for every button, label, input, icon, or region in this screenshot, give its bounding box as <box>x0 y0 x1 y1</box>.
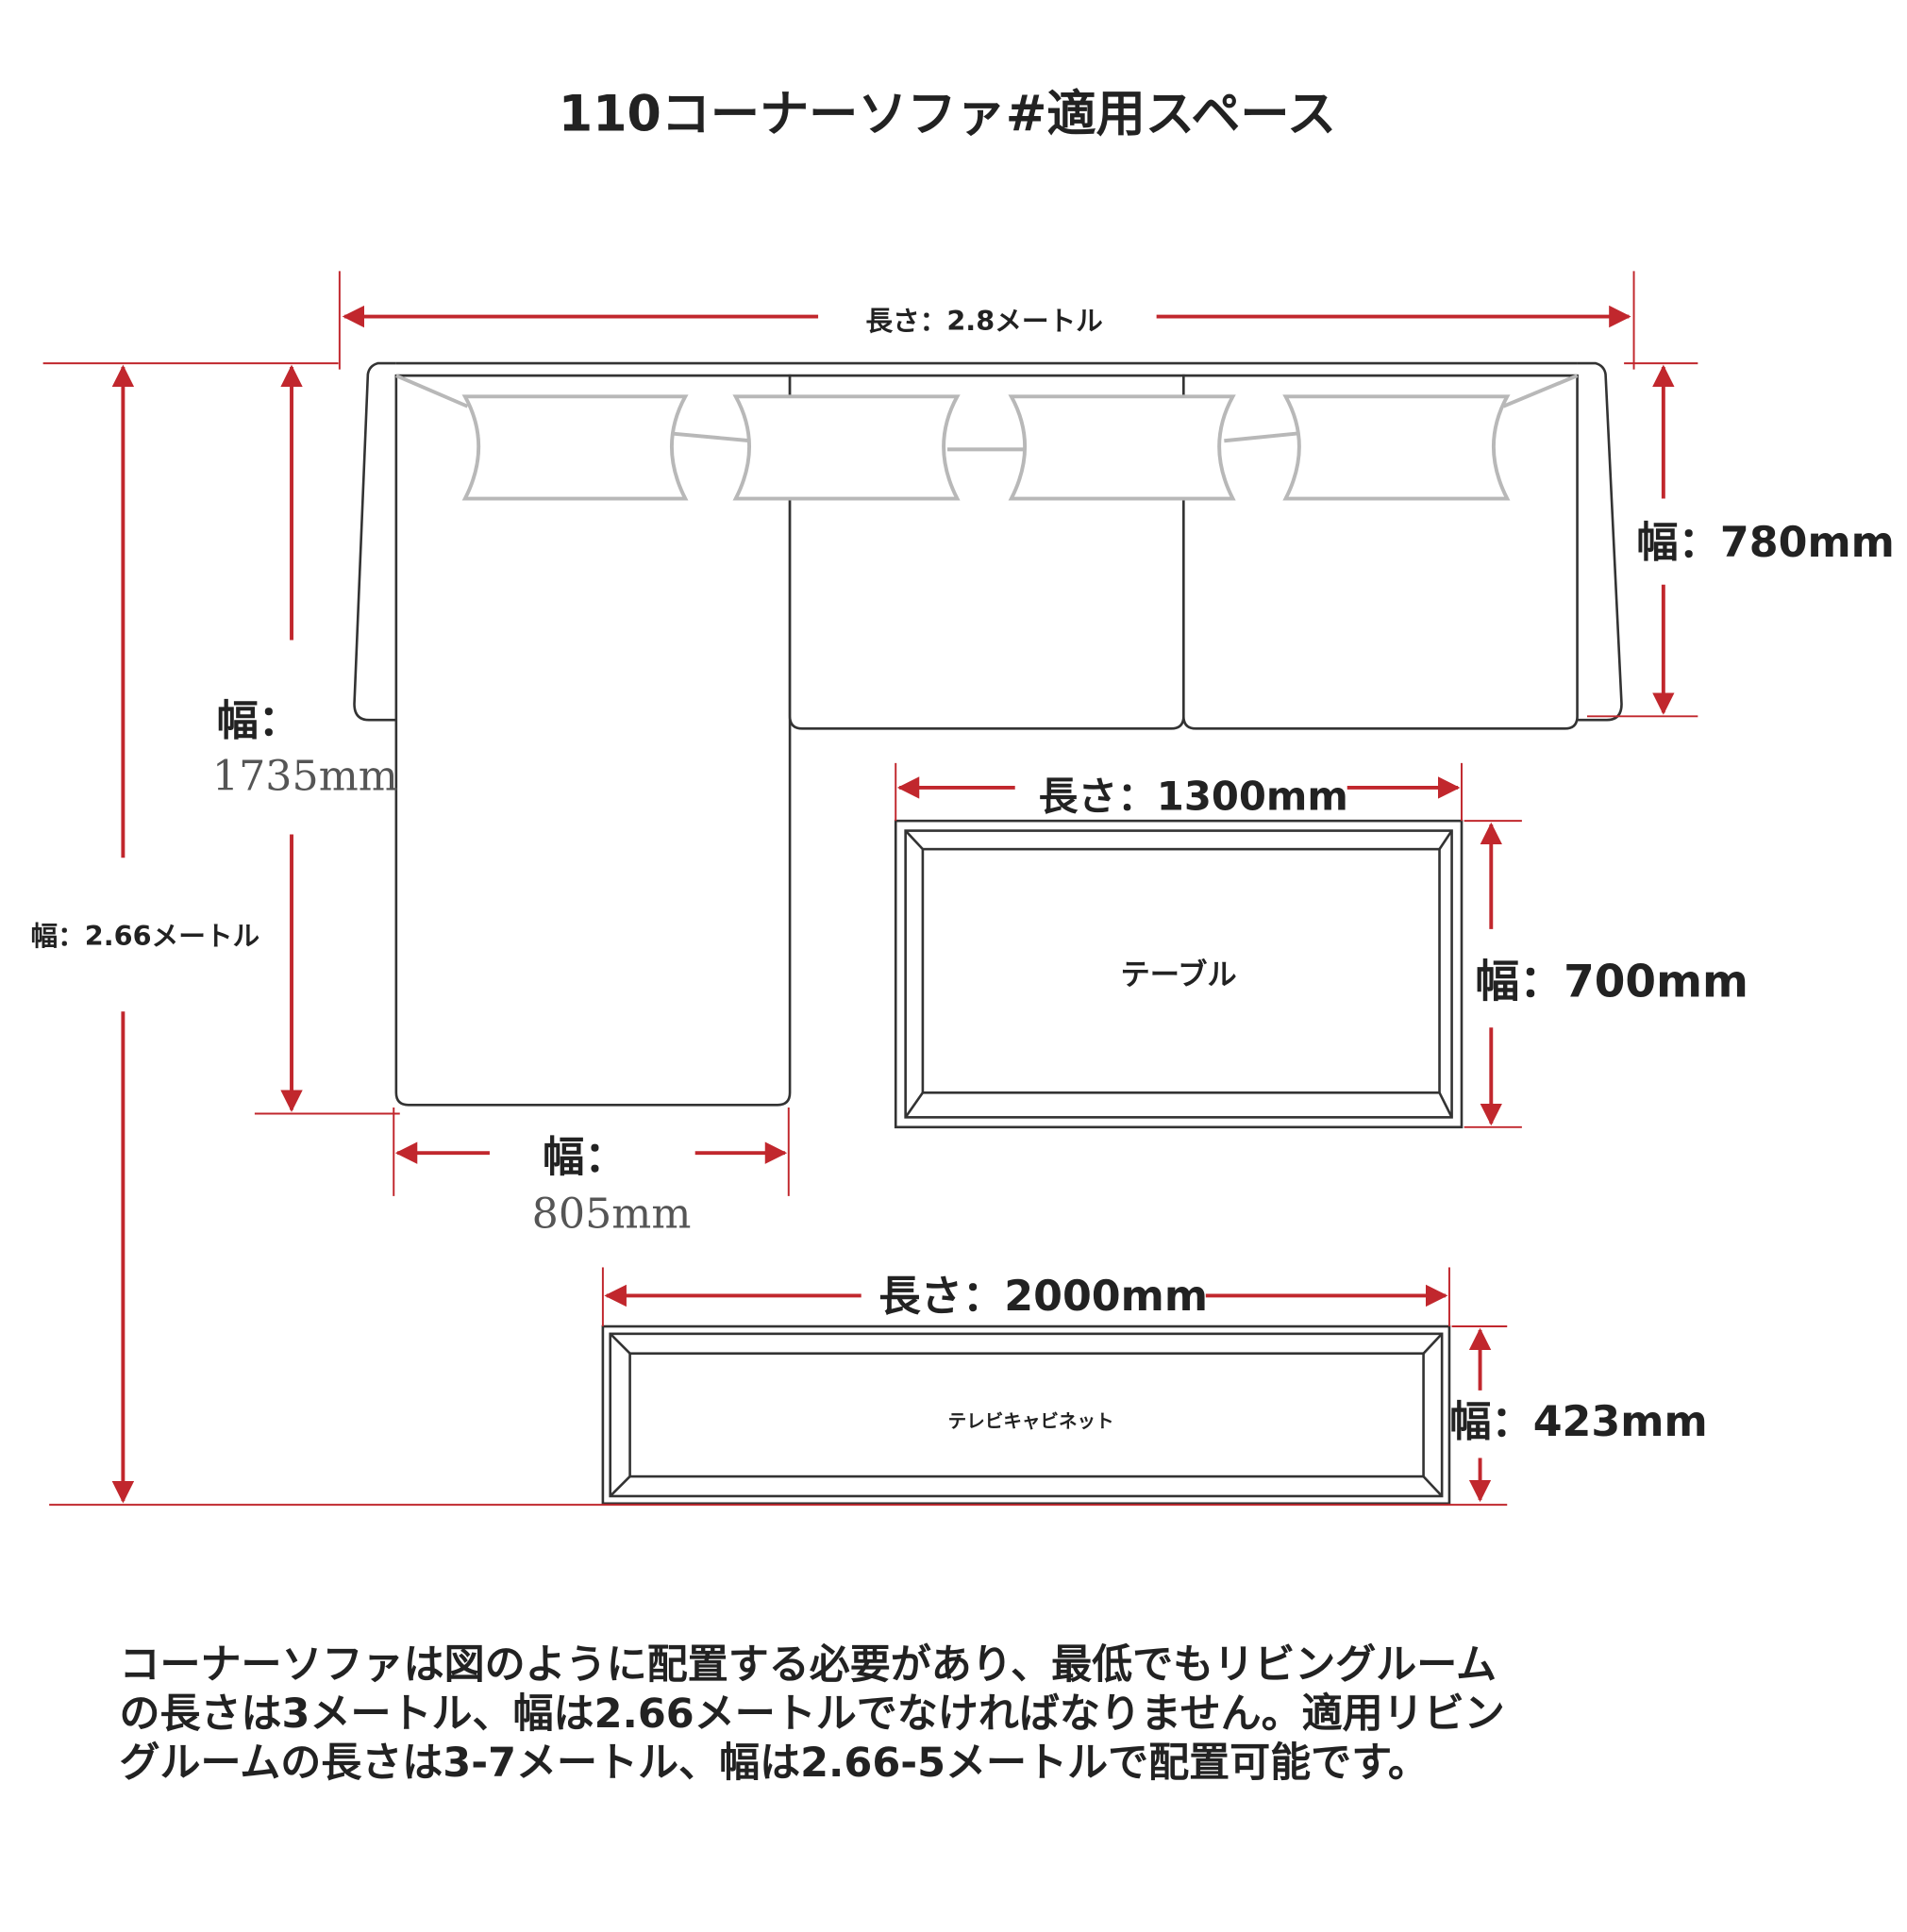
cushion <box>732 394 961 501</box>
description-line: グルームの長さは3-7メートル、幅は2.66-5メートルで配置可能です。 <box>119 1740 1428 1787</box>
total-width-label: 幅：2.66メートル <box>30 920 259 952</box>
table-width-label: 幅：700mm <box>1475 957 1748 1008</box>
description-line: コーナーソファは図のように配置する必要があり、最低でもリビングルーム <box>119 1641 1497 1689</box>
chaise-length-value: 1735mm <box>212 753 398 801</box>
page-title: 110コーナーソファ#適用スペース <box>559 87 1336 143</box>
cushion <box>461 394 689 501</box>
total-length-label: 長さ：2.8メートル <box>865 305 1103 337</box>
sofa-depth-label: 幅：780mm <box>1636 519 1895 567</box>
cushion <box>1008 394 1236 501</box>
table-length-label: 長さ：1300mm <box>1039 773 1348 819</box>
tv-cabinet: テレビキャビネット <box>601 1324 1451 1506</box>
tv-width-label: 幅：423mm <box>1449 1398 1708 1446</box>
table-label: テーブル <box>1120 958 1236 992</box>
chaise-length-label: 幅： <box>216 697 300 745</box>
chaise-width-label: 幅： <box>543 1134 627 1182</box>
tv-length-label: 長さ：2000mm <box>878 1273 1208 1321</box>
table: テーブル <box>894 819 1464 1129</box>
corner-sofa <box>353 361 1623 1107</box>
description-line: の長さは3メートル、幅は2.66メートルでなければなりません。適用リビン <box>119 1690 1504 1738</box>
dimension-lines <box>42 271 1698 1507</box>
cushion <box>1282 394 1511 501</box>
tv-cabinet-label: テレビキャビネット <box>948 1410 1114 1432</box>
chaise-width-value: 805mm <box>532 1191 692 1239</box>
